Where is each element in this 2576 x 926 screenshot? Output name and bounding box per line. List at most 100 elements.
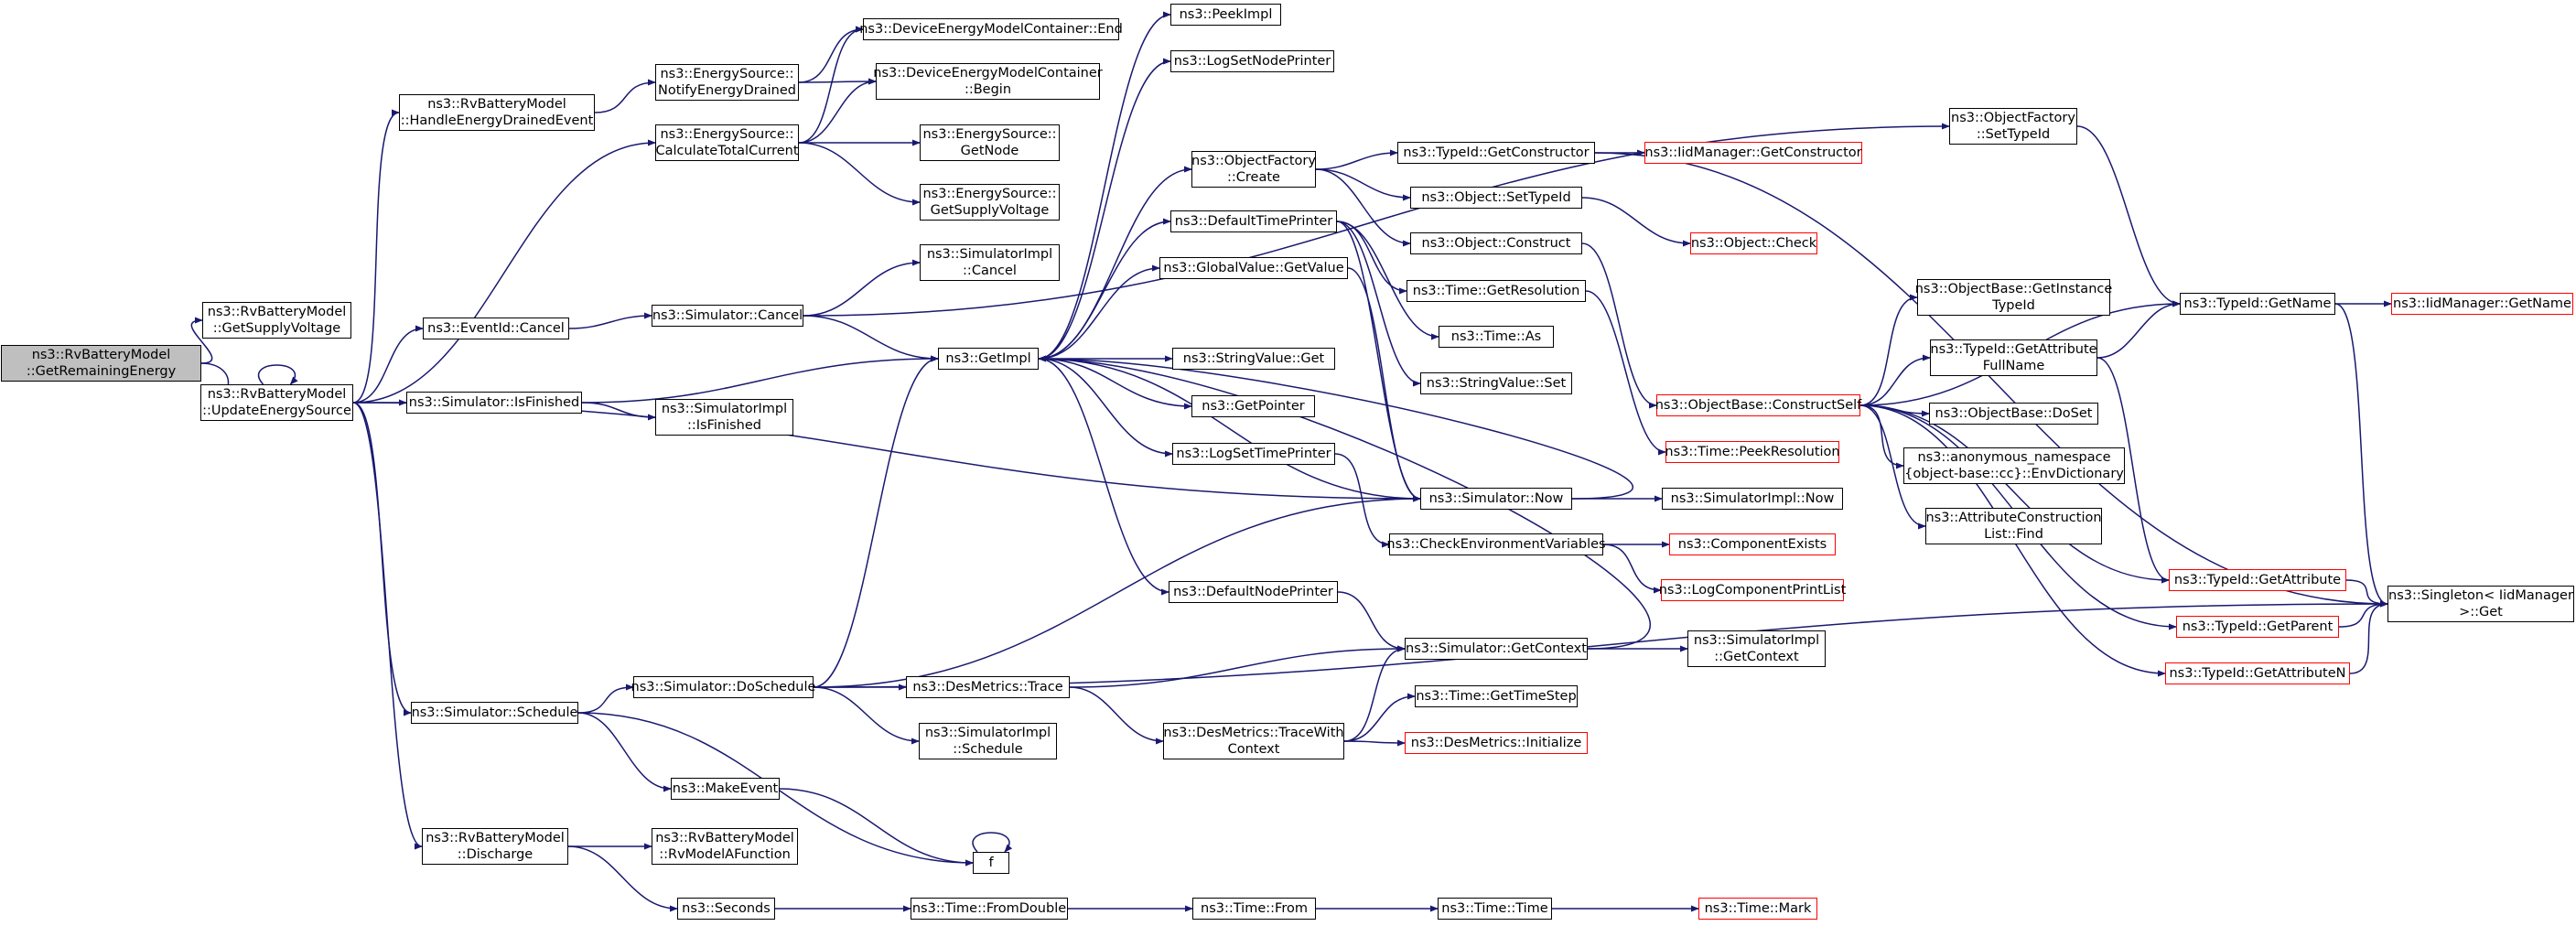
node-simulator-doschedule[interactable]: ns3::Simulator::DoSchedule — [631, 676, 815, 698]
node-rvbatterymodel-getsupplyvoltage[interactable]: ns3::RvBatteryModel::GetSupplyVoltage — [202, 302, 351, 339]
node-globalvalue-getvalue[interactable]: ns3::GlobalValue::GetValue — [1159, 257, 1348, 279]
node-defaulttimeprinter[interactable]: ns3::DefaultTimePrinter — [1170, 210, 1337, 232]
node-logsetnodeprinter[interactable]: ns3::LogSetNodePrinter — [1170, 50, 1334, 72]
call-edge-simSchedule-to-makeEvent — [577, 712, 672, 792]
node-time-from[interactable]: ns3::Time::From — [1192, 898, 1316, 920]
node-object-construct[interactable]: ns3::Object::Construct — [1410, 232, 1582, 254]
node-typeid-getconstructor[interactable]: ns3::TypeId::GetConstructor — [1397, 142, 1595, 164]
node-envdictionary[interactable]: ns3::anonymous_namespace{object-base::cc… — [1903, 447, 2125, 484]
node-getpointer[interactable]: ns3::GetPointer — [1191, 395, 1315, 417]
node-rvbatterymodel-handleenergydrainedevent[interactable]: ns3::RvBatteryModel::HandleEnergyDrained… — [399, 94, 595, 131]
call-edge-timeGetResolution-to-timePeekResolution — [1585, 290, 1666, 456]
call-edge-f-to-f — [972, 832, 1013, 853]
call-edge-typeIdGetAttribute-to-singletonGet — [2345, 579, 2388, 608]
node-rvbatterymodel-discharge[interactable]: ns3::RvBatteryModel::Discharge — [422, 828, 568, 865]
call-edge-obConstructSelf-to-obGetInstanceTypeId — [1859, 294, 1918, 406]
node-objectbase-constructself[interactable]: ns3::ObjectBase::ConstructSelf — [1655, 394, 1861, 416]
node-seconds[interactable]: ns3::Seconds — [677, 898, 775, 920]
node-typeid-getname[interactable]: ns3::TypeId::GetName — [2180, 293, 2335, 315]
node-objectfactory-settypeid[interactable]: ns3::ObjectFactory::SetTypeId — [1949, 108, 2077, 145]
call-edge-logSetTimePrinter-to-checkEnvVars — [1334, 453, 1390, 548]
node-simulatorimpl-cancel[interactable]: ns3::SimulatorImpl::Cancel — [920, 244, 1060, 281]
node-energysource-notifyenergydrained[interactable]: ns3::EnergySource::NotifyEnergyDrained — [655, 64, 799, 101]
node-simulatorimpl-getcontext[interactable]: ns3::SimulatorImpl::GetContext — [1687, 630, 1826, 667]
call-edge-makeEvent-to-f — [779, 788, 974, 867]
call-edge-getImpl-to-globalValueGetValue — [1038, 264, 1160, 360]
node-iidmanager-getconstructor[interactable]: ns3::IidManager::GetConstructor — [1644, 142, 1862, 164]
node-getimpl[interactable]: ns3::GetImpl — [938, 348, 1039, 370]
call-edge-objFactoryCreate-to-objectSetTypeId — [1315, 168, 1411, 201]
call-edge-updateEnergySource-to-discharge — [352, 402, 423, 850]
node-iidmanager-getname[interactable]: ns3::IidManager::GetName — [2391, 293, 2573, 315]
call-edge-obConstructSelf-to-typeIdGetAttributeFullName — [1859, 354, 1931, 406]
node-typeid-getattribute[interactable]: ns3::TypeId::GetAttribute — [2169, 569, 2346, 591]
node-rvbatterymodel-updateenergysource[interactable]: ns3::RvBatteryModel::UpdateEnergySource — [200, 384, 353, 421]
node-eventid-cancel[interactable]: ns3::EventId::Cancel — [423, 318, 569, 339]
node-singleton-iidmanager-get[interactable]: ns3::Singleton< IidManager >::Get — [2387, 586, 2574, 622]
node-logsettimeprinter[interactable]: ns3::LogSetTimePrinter — [1172, 443, 1335, 465]
node-logcomponentprintlist[interactable]: ns3::LogComponentPrintList — [1659, 579, 1846, 601]
node-simulatorimpl-schedule[interactable]: ns3::SimulatorImpl::Schedule — [919, 723, 1057, 759]
call-edge-desMetricsTrace-to-simGetContext — [1069, 645, 1406, 688]
call-edge-handleEnergyDrained-to-notifyEnergyDrained — [594, 79, 656, 113]
call-edge-updateEnergySource-to-updateEnergySource — [257, 364, 298, 385]
node-time-getresolution[interactable]: ns3::Time::GetResolution — [1407, 280, 1586, 302]
node-object-check[interactable]: ns3::Object::Check — [1690, 232, 1817, 254]
node-simulator-getcontext[interactable]: ns3::Simulator::GetContext — [1405, 638, 1588, 660]
node-objectbase-doset[interactable]: ns3::ObjectBase::DoSet — [1929, 403, 2098, 425]
node-simulatorimpl-now[interactable]: ns3::SimulatorImpl::Now — [1662, 488, 1843, 510]
node-energysource-getsupplyvoltage[interactable]: ns3::EnergySource::GetSupplyVoltage — [920, 184, 1060, 221]
call-edge-getImpl-to-defaultTimePrinter — [1038, 218, 1171, 360]
node-energysource-calculatetotalcurrent[interactable]: ns3::EnergySource::CalculateTotalCurrent — [655, 124, 799, 161]
node-checkenvironmentvariables[interactable]: ns3::CheckEnvironmentVariables — [1386, 533, 1606, 555]
node-typeid-getparent[interactable]: ns3::TypeId::GetParent — [2176, 616, 2339, 638]
call-edge-getImpl-to-logSetTimePrinter — [1038, 358, 1173, 458]
node-simulator-cancel[interactable]: ns3::Simulator::Cancel — [652, 305, 803, 327]
call-edge-simDoSchedule-to-getImpl — [813, 355, 939, 688]
node-time-gettimestep[interactable]: ns3::Time::GetTimeStep — [1415, 685, 1578, 707]
node-defaultnodeprinter[interactable]: ns3::DefaultNodePrinter — [1169, 581, 1338, 603]
node-makeevent[interactable]: ns3::MakeEvent — [671, 778, 780, 800]
node-energysource-getnode[interactable]: ns3::EnergySource::GetNode — [920, 124, 1060, 161]
node-desmetrics-trace[interactable]: ns3::DesMetrics::Trace — [906, 676, 1070, 698]
call-edge-simIsFinished-to-getImpl — [581, 355, 939, 404]
node-stringvalue-set[interactable]: ns3::StringValue::Set — [1420, 372, 1572, 394]
node-stringvalue-get[interactable]: ns3::StringValue::Get — [1172, 348, 1335, 370]
node-simulator-isfinished[interactable]: ns3::Simulator::IsFinished — [406, 392, 582, 414]
node-typeid-getattributen[interactable]: ns3::TypeId::GetAttributeN — [2165, 662, 2350, 684]
node-rvbatterymodel-getremainingenergy: ns3::RvBatteryModel::GetRemainingEnergy — [1, 345, 201, 382]
node-time-as[interactable]: ns3::Time::As — [1439, 326, 1554, 348]
call-edge-desMetricsTrace-to-desMetricsTraceWithContext — [1069, 686, 1164, 745]
node-time-mark[interactable]: ns3::Time::Mark — [1698, 898, 1817, 920]
call-edge-getImpl-to-defaultNodePrinter — [1038, 358, 1169, 596]
node-peekimpl[interactable]: ns3::PeekImpl — [1170, 4, 1281, 26]
call-edge-objFactoryCreate-to-typeIdGetConstructor — [1315, 149, 1398, 170]
node-simulator-schedule[interactable]: ns3::Simulator::Schedule — [411, 702, 578, 724]
node-object-settypeid[interactable]: ns3::Object::SetTypeId — [1410, 187, 1582, 209]
call-edge-typeIdGetAttributeFullName-to-typeIdGetName — [2096, 300, 2181, 359]
node-simulator-now[interactable]: ns3::Simulator::Now — [1420, 488, 1572, 510]
call-edge-objectSetTypeId-to-objectCheck — [1581, 197, 1691, 247]
call-edge-simCancel-to-objFactorySetTypeId — [803, 123, 1950, 317]
node-componentexists[interactable]: ns3::ComponentExists — [1669, 533, 1836, 555]
node-objectfactory-create[interactable]: ns3::ObjectFactory::Create — [1191, 151, 1316, 188]
node-time-peekresolution[interactable]: ns3::Time::PeekResolution — [1665, 441, 1840, 463]
call-edge-typeIdGetName-to-singletonGet — [2334, 303, 2388, 608]
call-edge-typeIdGetParent-to-singletonGet — [2338, 600, 2388, 628]
node-desmetrics-initialize[interactable]: ns3::DesMetrics::Initialize — [1405, 732, 1588, 754]
call-edge-typeIdGetAttributeN-to-singletonGet — [2349, 600, 2388, 674]
node-deviceenergymodelcontainer-end[interactable]: ns3::DeviceEnergyModelContainer::End — [859, 18, 1123, 40]
call-edge-defaultTimePrinter-to-stringValueSet — [1336, 221, 1421, 387]
call-edge-desMetricsTraceWithContext-to-simGetContext — [1343, 645, 1406, 742]
node-time-time[interactable]: ns3::Time::Time — [1438, 898, 1552, 920]
node-f[interactable]: f — [973, 852, 1009, 874]
node-deviceenergymodelcontainer-begin[interactable]: ns3::DeviceEnergyModelContainer::Begin — [873, 63, 1103, 100]
node-simulatorimpl-isfinished[interactable]: ns3::SimulatorImpl::IsFinished — [655, 399, 793, 436]
node-rvbatterymodel-rvmodelafunction[interactable]: ns3::RvBatteryModel::RvModelAFunction — [652, 828, 798, 865]
node-time-fromdouble[interactable]: ns3::Time::FromDouble — [911, 898, 1068, 920]
